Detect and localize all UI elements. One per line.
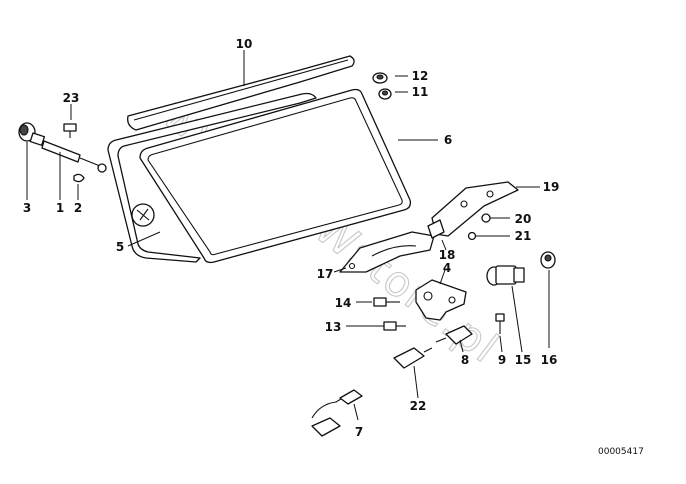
callout-13: 13 [325, 320, 342, 334]
callout-17: 17 [317, 267, 334, 281]
callout-12: 12 [412, 69, 429, 83]
callout-2: 2 [74, 201, 82, 215]
part-1-gas-strut [41, 140, 107, 173]
part-6-rear-window [131, 88, 412, 264]
callout-19: 19 [543, 180, 560, 194]
part-10-trim-strip [127, 55, 355, 131]
part-22-connector [393, 347, 433, 369]
part-12-grommet [372, 72, 388, 84]
part-19-hinge-bracket [431, 181, 519, 237]
callout-14: 14 [335, 296, 352, 310]
callout-6: 6 [444, 133, 452, 147]
callout-3: 3 [23, 201, 31, 215]
part-15-lock-cylinder [486, 265, 525, 286]
part-14-bolt [373, 297, 400, 307]
callout-11: 11 [412, 85, 429, 99]
part-17-hinge-plate [339, 231, 435, 273]
leader-lines [26, 50, 550, 421]
part-21-washer [467, 231, 477, 241]
part-7-wiring-connector [311, 389, 363, 437]
part-8-microswitch [435, 325, 473, 345]
callout-1: 1 [56, 201, 64, 215]
part-18-link [427, 219, 445, 239]
part-9-screw [495, 313, 505, 334]
part-13-bolt [383, 321, 406, 331]
part-23-bolt [63, 123, 77, 138]
callout-5: 5 [116, 240, 124, 254]
part-2-clip [73, 173, 85, 183]
callout-16: 16 [541, 353, 558, 367]
part-20-washer [481, 213, 491, 223]
callout-18: 18 [439, 248, 456, 262]
part-16-cap-nut [540, 251, 556, 269]
part-5-window-seal [107, 92, 317, 263]
callout-4: 4 [443, 261, 451, 275]
callout-23: 23 [63, 91, 80, 105]
part-11-grommet [378, 88, 392, 100]
part-4-lock [415, 279, 467, 321]
callout-21: 21 [515, 229, 532, 243]
callout-7: 7 [355, 425, 363, 439]
document-number: 00005417 [598, 447, 644, 457]
callout-22: 22 [410, 399, 427, 413]
part-3-damper-mount [18, 122, 46, 146]
callout-15: 15 [515, 353, 532, 367]
callout-10: 10 [236, 37, 253, 51]
callout-8: 8 [461, 353, 469, 367]
callout-20: 20 [515, 212, 532, 226]
callout-9: 9 [498, 353, 506, 367]
